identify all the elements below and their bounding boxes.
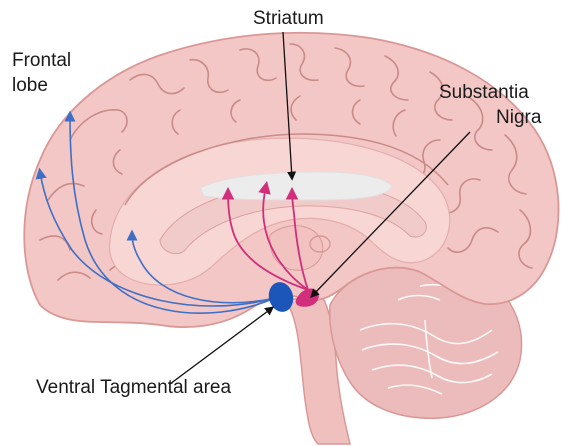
substantia-nigra-label-line2: Nigra [496, 107, 541, 129]
frontal-lobe-label-line1: Frontal [12, 50, 71, 72]
ventral-tegmental-area-label: Ventral Tagmental area [36, 377, 231, 399]
frontal-lobe-label-line2: lobe [12, 75, 48, 97]
striatum-label: Striatum [253, 8, 324, 30]
substantia-nigra-label-line1: Substantia [439, 82, 529, 104]
